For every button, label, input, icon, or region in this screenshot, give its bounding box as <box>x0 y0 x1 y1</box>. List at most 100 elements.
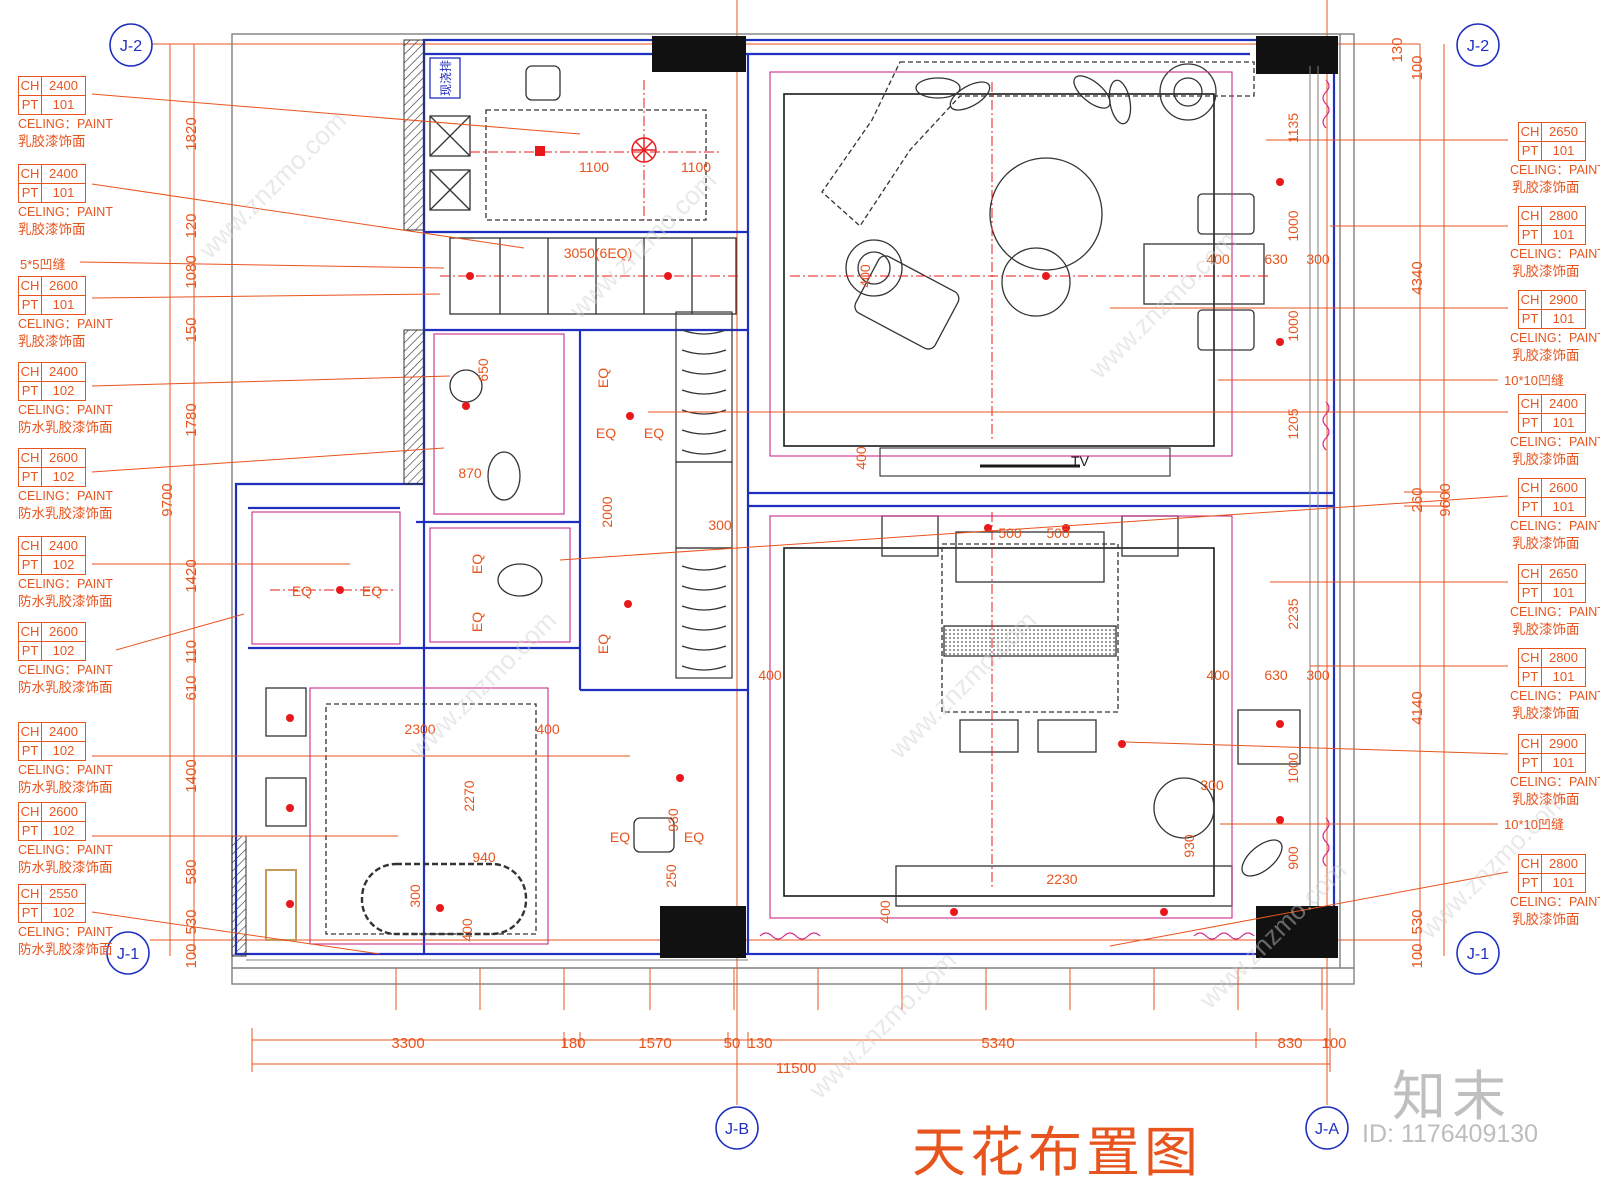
light-fixtures <box>286 146 1284 916</box>
paint-code: 101 <box>52 185 75 200</box>
axis-bubbles <box>106 23 1500 1150</box>
axis-bubble-j2-left <box>109 23 153 67</box>
finish-label: 防水乳胶漆饰面 <box>18 680 113 695</box>
paint-code: 101 <box>1552 669 1575 684</box>
ceiling-height: 2800 <box>1549 208 1578 223</box>
watermark-3: www.znzmo.com <box>1082 225 1242 385</box>
label-d930a: 930 <box>1181 834 1197 858</box>
label-d400g: 400 <box>1206 667 1230 683</box>
axis-label-j1-right: J-1 <box>1467 946 1489 963</box>
axis-bubble-j2-right <box>1456 23 1500 67</box>
label-d870: 870 <box>458 465 482 481</box>
paint-code: 101 <box>52 97 75 112</box>
ceiling-label: CELING：PAINT <box>18 317 113 331</box>
bottom-dim-1: 3300 <box>391 1035 424 1052</box>
label-d2230: 2230 <box>1046 871 1077 887</box>
ceiling-height: 2550 <box>49 886 78 901</box>
right-note-groove-2: 10*10凹缝 <box>1504 817 1564 832</box>
label-d300c: 300 <box>1306 251 1330 267</box>
axis-label-ja: J-A <box>1315 1121 1339 1138</box>
label-d650: 650 <box>475 358 491 382</box>
axis-bubble-jb <box>715 1106 759 1150</box>
label-d400h: 400 <box>857 264 873 288</box>
ceiling-label: CELING：PAINT <box>1510 605 1600 619</box>
drawing-title: 天花布置图 <box>912 1123 1202 1183</box>
bathroom-fixtures <box>265 57 737 941</box>
ceiling-label: CELING：PAINT <box>1510 689 1600 703</box>
finish-label: 乳胶漆饰面 <box>1512 536 1580 551</box>
ceiling-label: CELING：PAINT <box>18 117 113 131</box>
finish-label: 乳胶漆饰面 <box>1512 912 1580 927</box>
label-d400e: 400 <box>758 667 782 683</box>
label-d2000: 2000 <box>599 496 615 527</box>
left-dim-11: 530 <box>183 909 200 934</box>
right-dim-total: 9600 <box>1437 483 1454 516</box>
axis-label-jb: J-B <box>725 1121 749 1138</box>
finish-label: 乳胶漆饰面 <box>1512 180 1580 195</box>
label-eq-5: EQ <box>292 583 312 599</box>
ceiling-height: 2400 <box>49 538 78 553</box>
right-dim-4: 260 <box>1409 487 1426 512</box>
label-d2235: 2235 <box>1285 598 1301 629</box>
finish-label: 防水乳胶漆饰面 <box>18 780 113 795</box>
label-d300d: 300 <box>1306 667 1330 683</box>
axis-bubble-j1-right <box>1456 931 1500 975</box>
ceiling-label: CELING：PAINT <box>18 577 113 591</box>
right-dim-5: 4140 <box>1409 691 1426 724</box>
label-eq-6: EQ <box>362 583 382 599</box>
ceiling-label: CELING：PAINT <box>18 205 113 219</box>
paint-code: 102 <box>52 383 75 398</box>
label-d900: 900 <box>1285 846 1301 870</box>
label-d1000a: 1000 <box>1285 210 1301 241</box>
finish-label: 乳胶漆饰面 <box>1512 264 1580 279</box>
left-dim-total: 9700 <box>159 483 176 516</box>
label-d300a: 300 <box>708 517 732 533</box>
label-d3050: 3050(6EQ) <box>564 245 632 261</box>
paint-code: 101 <box>1552 585 1575 600</box>
left-dim-5: 1780 <box>183 403 200 436</box>
right-dim-1: 130 <box>1389 37 1406 62</box>
ceiling-label: CELING：PAINT <box>1510 895 1600 909</box>
label-eq-9: EQ <box>610 829 630 845</box>
label-d1000b: 1000 <box>1285 310 1301 341</box>
axis-label-j2-left: J-2 <box>120 38 142 55</box>
label-eq-4: EQ <box>595 634 611 654</box>
ceiling-height: 2900 <box>1549 736 1578 751</box>
bottom-dimension-text: 3300 180 1570 50 130 5340 830 100 11500 <box>391 1035 1346 1077</box>
ceiling-height: 2400 <box>49 78 78 93</box>
left-dim-4: 150 <box>183 317 200 342</box>
left-dim-10: 580 <box>183 859 200 884</box>
right-note-groove-1: 10*10凹缝 <box>1504 373 1564 388</box>
label-tv: TV <box>1071 453 1090 469</box>
ceiling-label: CELING：PAINT <box>1510 331 1600 345</box>
bottom-dim-6: 5340 <box>981 1035 1014 1052</box>
walls <box>234 38 1336 956</box>
axis-lines <box>150 0 1420 1105</box>
ceiling-label: CELING：PAINT <box>18 763 113 777</box>
left-dim-3: 1080 <box>183 255 200 288</box>
facade-windows <box>246 66 1319 961</box>
ceiling-label: CELING：PAINT <box>1510 435 1600 449</box>
label-d400d: 400 <box>853 446 869 470</box>
ceiling-height: 2800 <box>1549 856 1578 871</box>
label-d400b: 400 <box>459 918 475 942</box>
wall-fills <box>231 39 425 957</box>
brand-logo: 知末 <box>1392 1067 1512 1127</box>
label-d2300: 2300 <box>404 721 435 737</box>
finish-label: 乳胶漆饰面 <box>1512 452 1580 467</box>
paint-code: 101 <box>1552 227 1575 242</box>
curtains <box>759 79 1330 940</box>
ceiling-height: 2650 <box>1549 566 1578 581</box>
left-dim-8: 610 <box>183 675 200 700</box>
bottom-ticks <box>395 968 1323 1010</box>
finish-label: 防水乳胶漆饰面 <box>18 594 113 609</box>
finish-label: 乳胶漆饰面 <box>1512 348 1580 363</box>
